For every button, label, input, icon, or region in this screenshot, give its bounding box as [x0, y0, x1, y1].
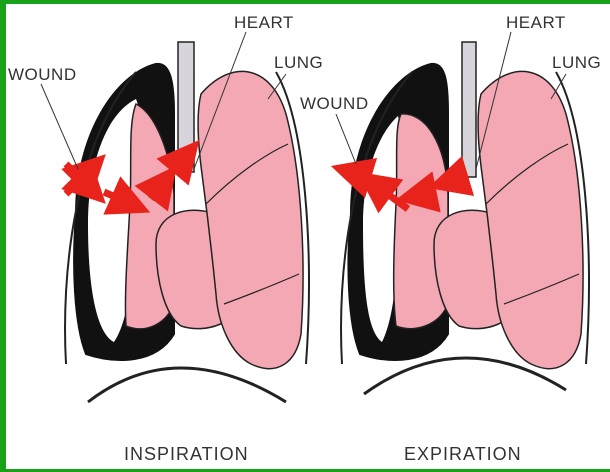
label-lung: LUNG: [552, 53, 601, 72]
label-heart: HEART: [234, 13, 294, 32]
caption-inspiration: INSPIRATION: [124, 444, 249, 464]
caption-expiration: EXPIRATION: [404, 444, 522, 464]
panel-expiration: WOUND HEART LUNG EXPIRATION: [300, 13, 601, 464]
panel-inspiration: WOUND HEART LUNG INSPIRATION: [8, 13, 323, 464]
wound-pointer: [336, 114, 356, 164]
trachea: [462, 42, 476, 177]
diaphragm-line: [88, 368, 286, 402]
label-wound: WOUND: [300, 94, 369, 113]
label-lung: LUNG: [274, 53, 323, 72]
label-heart: HEART: [506, 13, 566, 32]
wound-pointer: [41, 84, 78, 169]
arrow-icon: [416, 192, 436, 196]
label-wound: WOUND: [8, 65, 77, 84]
pneumothorax-diagram: WOUND HEART LUNG INSPIRATION WOUND HEART…: [6, 4, 610, 469]
arrow-icon: [448, 176, 468, 182]
trachea: [178, 42, 194, 172]
